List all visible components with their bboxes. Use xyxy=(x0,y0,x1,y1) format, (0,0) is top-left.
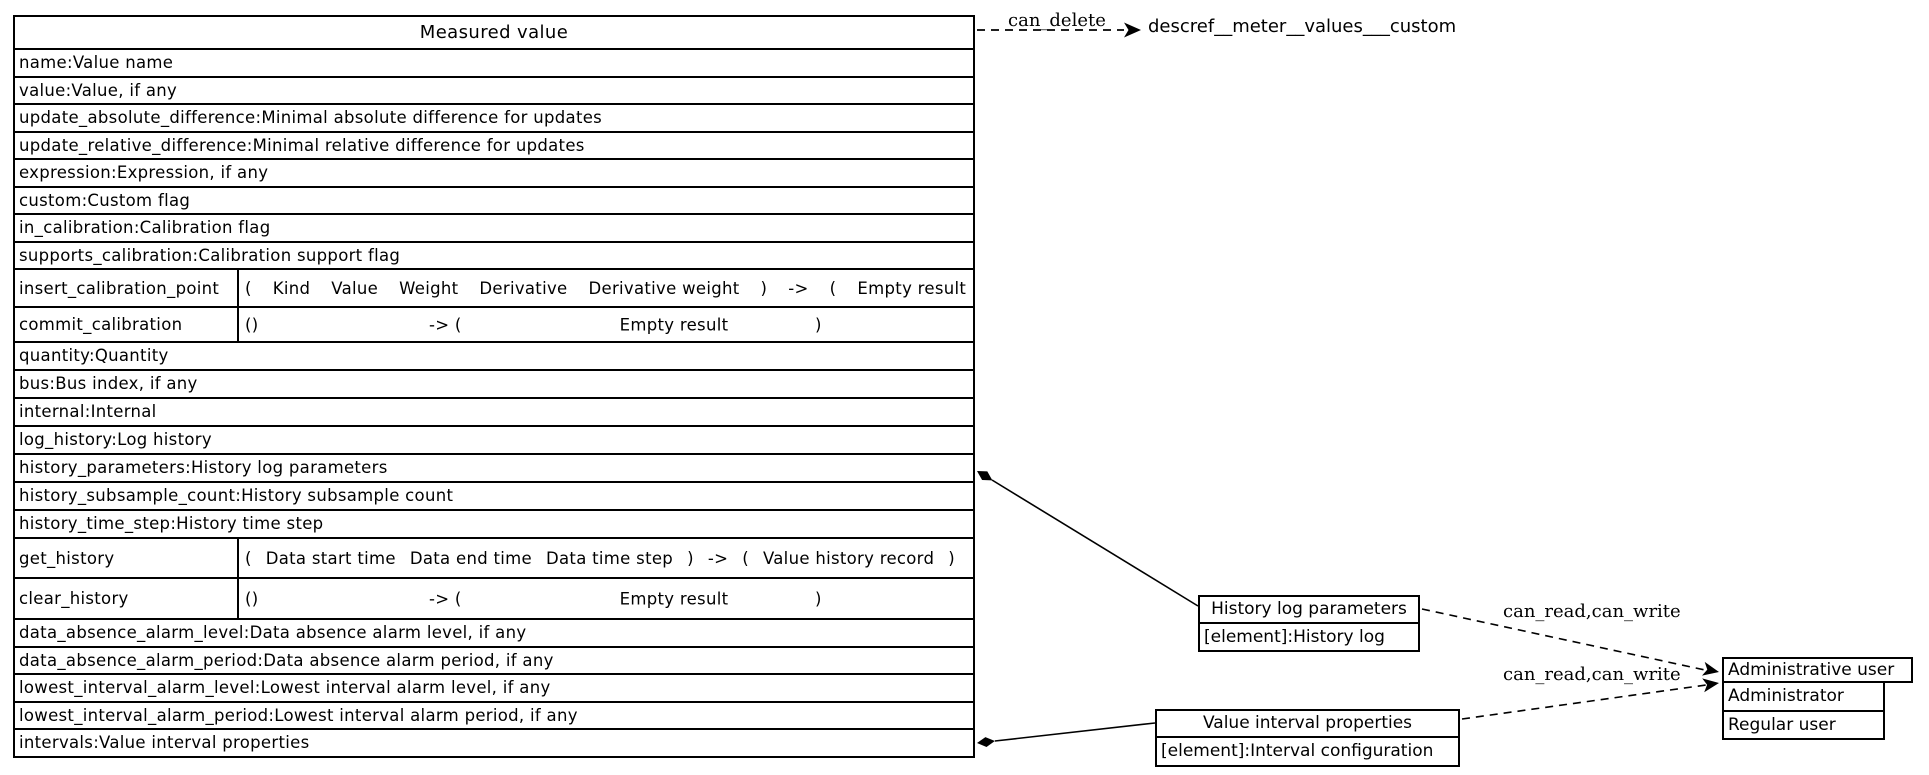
attribute-row-lowest-interval-alarm-period: lowest_interval_alarm_period:Lowest inte… xyxy=(15,700,973,729)
sig-arrow: -> ( xyxy=(429,315,462,334)
attribute-row-expression: expression:Expression, if any xyxy=(15,158,973,186)
sig-close: ) xyxy=(815,315,822,334)
attribute-row-log-history: log_history:Log history xyxy=(15,425,973,453)
sig-token: ( xyxy=(245,278,252,298)
descref-node: descref__meter__values___custom xyxy=(1148,16,1457,37)
edge-label-can-delete: can_delete xyxy=(1008,10,1106,31)
attribute-row-element: [element]:Interval configuration xyxy=(1157,736,1458,765)
sig-token: ) xyxy=(760,278,768,298)
method-row-commit-calibration: commit_calibration () -> ( Empty result … xyxy=(15,306,973,341)
attribute-row-value: value:Value, if any xyxy=(15,75,973,104)
sig-token: Value xyxy=(331,278,379,298)
user-row-regular-user: Regular user xyxy=(1722,710,1885,740)
intervals-composition-diamond xyxy=(977,737,995,747)
sig-token: Kind xyxy=(272,278,311,298)
sig-arrow: -> xyxy=(707,548,729,568)
attribute-row-history-parameters: history_parameters:History log parameter… xyxy=(15,453,973,481)
sig-token: ( xyxy=(742,548,749,568)
attribute-row-update-relative-difference: update_relative_difference:Minimal relat… xyxy=(15,130,973,159)
attribute-row-in-calibration: in_calibration:Calibration flag xyxy=(15,213,973,241)
edge-label-can-read-can-write-1: can_read,can_write xyxy=(1503,601,1681,622)
attribute-row-history-subsample-count: history_subsample_count:History subsampl… xyxy=(15,481,973,509)
attribute-row-data-absence-alarm-level: data_absence_alarm_level:Data absence al… xyxy=(15,618,973,646)
sig-token: ) xyxy=(687,548,694,568)
interval-permission-edge xyxy=(1461,684,1707,720)
sig-result: Empty result xyxy=(619,315,729,334)
intervals-composition-edge xyxy=(994,722,1156,742)
attribute-row-quantity: quantity:Quantity xyxy=(15,341,973,369)
sig-close: ) xyxy=(815,589,822,608)
edge-label-can-read-can-write-2: can_read,can_write xyxy=(1503,664,1681,685)
sig-token: Data start time xyxy=(265,548,396,568)
method-name: insert_calibration_point xyxy=(15,270,239,306)
attribute-row-intervals: intervals:Value interval properties xyxy=(15,728,973,756)
attribute-row-data-absence-alarm-period: data_absence_alarm_period:Data absence a… xyxy=(15,645,973,674)
method-signature: () -> ( Empty result ) xyxy=(239,579,973,618)
method-row-clear-history: clear_history () -> ( Empty result ) xyxy=(15,577,973,618)
method-signature: ( Kind Value Weight Derivative Derivativ… xyxy=(239,270,973,306)
measured-value-class: Measured value name:Value name value:Val… xyxy=(13,15,975,758)
interval-permission-arrowhead xyxy=(1702,678,1719,693)
class-title: Measured value xyxy=(419,22,569,43)
user-row-administrator: Administrator xyxy=(1722,681,1885,712)
sig-token: Derivative xyxy=(479,278,568,298)
sig-token: Data time step xyxy=(546,548,674,568)
sig-token: Weight xyxy=(399,278,459,298)
sig-result: Empty result xyxy=(619,589,729,608)
attribute-row-custom: custom:Custom flag xyxy=(15,185,973,214)
history-composition-edge xyxy=(991,479,1199,607)
administrative-user-class-title: Administrative user xyxy=(1722,657,1913,683)
sig-token: ( xyxy=(245,548,252,568)
method-name: clear_history xyxy=(15,579,239,618)
method-name: get_history xyxy=(15,539,239,577)
sig-token: Empty result xyxy=(857,278,967,298)
sig-token: Data end time xyxy=(409,548,533,568)
sig-token: Derivative weight xyxy=(588,278,740,298)
method-row-get-history: get_history ( Data start time Data end t… xyxy=(15,537,973,577)
value-interval-properties-class: Value interval properties [element]:Inte… xyxy=(1155,709,1460,767)
history-permission-arrowhead xyxy=(1702,661,1719,676)
sig-token: ) xyxy=(948,548,955,568)
method-signature: ( Data start time Data end time Data tim… xyxy=(239,539,973,577)
attribute-row-history-time-step: history_time_step:History time step xyxy=(15,509,973,537)
attribute-row-update-absolute-difference: update_absolute_difference:Minimal absol… xyxy=(15,103,973,131)
attribute-row-lowest-interval-alarm-level: lowest_interval_alarm_level:Lowest inter… xyxy=(15,673,973,701)
attribute-row-name: name:Value name xyxy=(15,48,973,76)
attribute-row-element: [element]:History log xyxy=(1200,622,1418,650)
history-log-parameters-class: History log parameters [element]:History… xyxy=(1198,595,1420,652)
sig-token: ( xyxy=(829,278,837,298)
sig-params: () xyxy=(245,315,259,334)
class-title: Value interval properties xyxy=(1202,713,1413,733)
sig-arrow: -> ( xyxy=(429,589,462,608)
attribute-row-internal: internal:Internal xyxy=(15,397,973,425)
method-row-insert-calibration-point: insert_calibration_point ( Kind Value We… xyxy=(15,268,973,306)
can-delete-arrowhead xyxy=(1124,22,1141,38)
method-name: commit_calibration xyxy=(15,308,239,341)
attribute-row-supports-calibration: supports_calibration:Calibration support… xyxy=(15,240,973,269)
sig-arrow: -> xyxy=(788,278,809,298)
history-composition-diamond xyxy=(977,471,993,481)
sig-params: () xyxy=(245,589,259,608)
method-signature: () -> ( Empty result ) xyxy=(239,308,973,341)
sig-token: Value history record xyxy=(762,548,935,568)
class-title: History log parameters xyxy=(1211,599,1407,619)
attribute-row-bus: bus:Bus index, if any xyxy=(15,369,973,397)
